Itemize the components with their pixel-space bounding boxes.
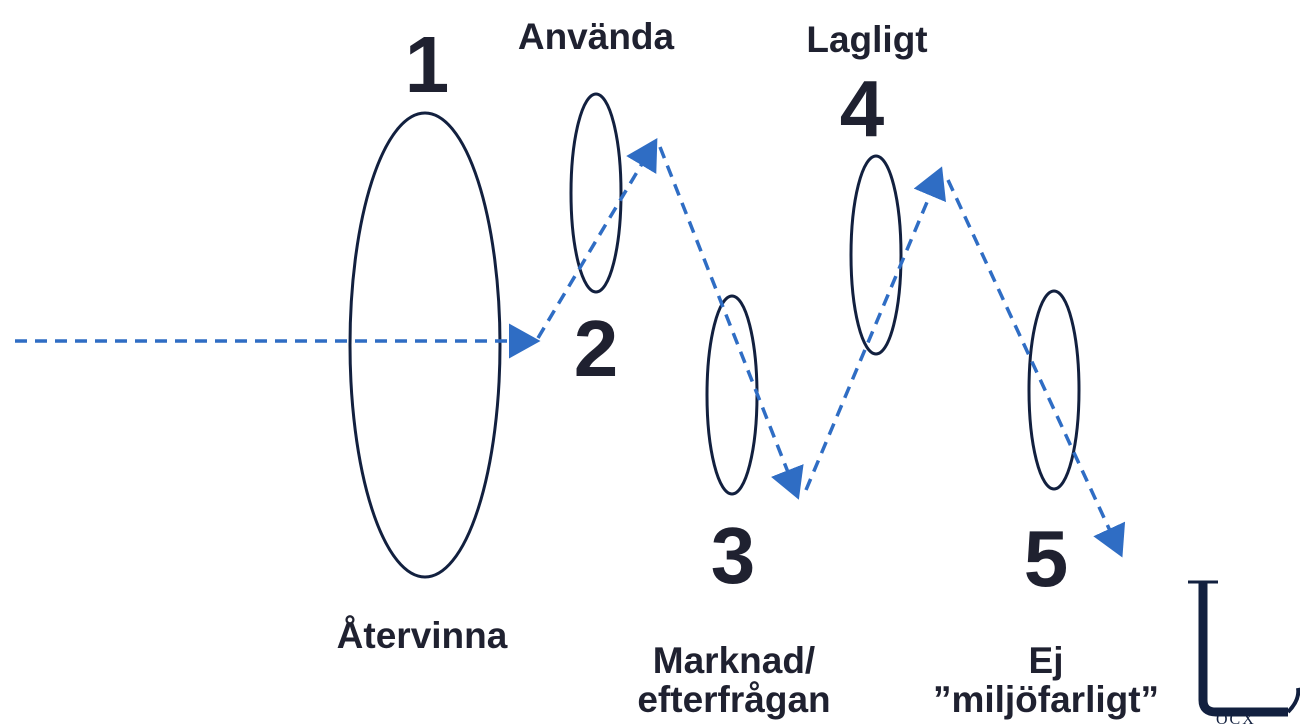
step-2-number: 2 (574, 304, 619, 393)
flow-arrow-down-2 (946, 179, 1126, 558)
step-5-ellipse (1027, 289, 1081, 491)
logo: OCX (1188, 580, 1300, 724)
step-1-label: Återvinna (337, 615, 508, 656)
step-1-number: 1 (405, 20, 450, 109)
step-4-number: 4 (840, 64, 885, 153)
step-4-ellipse (849, 154, 903, 356)
flow-arrow-down-1 (658, 146, 804, 500)
step-3-label-line2: efterfrågan (637, 679, 830, 720)
step-1-ellipse (348, 111, 502, 579)
flow-arrow-up-2 (804, 166, 946, 491)
step-5-label-line1: Ej (1029, 640, 1064, 681)
step-2-label: Använda (518, 16, 675, 57)
step-3-ellipse (705, 294, 759, 496)
step-5-label-line2: ”miljöfarligt” (933, 679, 1159, 720)
logo-caption: OCX (1216, 711, 1256, 724)
step-5-number: 5 (1024, 514, 1069, 603)
step-4-label: Lagligt (806, 19, 927, 60)
flow-arrow-up-1 (536, 137, 658, 339)
step-2-ellipse (569, 92, 623, 294)
step-3-label-line1: Marknad/ (653, 640, 815, 681)
step-3-number: 3 (711, 511, 756, 600)
